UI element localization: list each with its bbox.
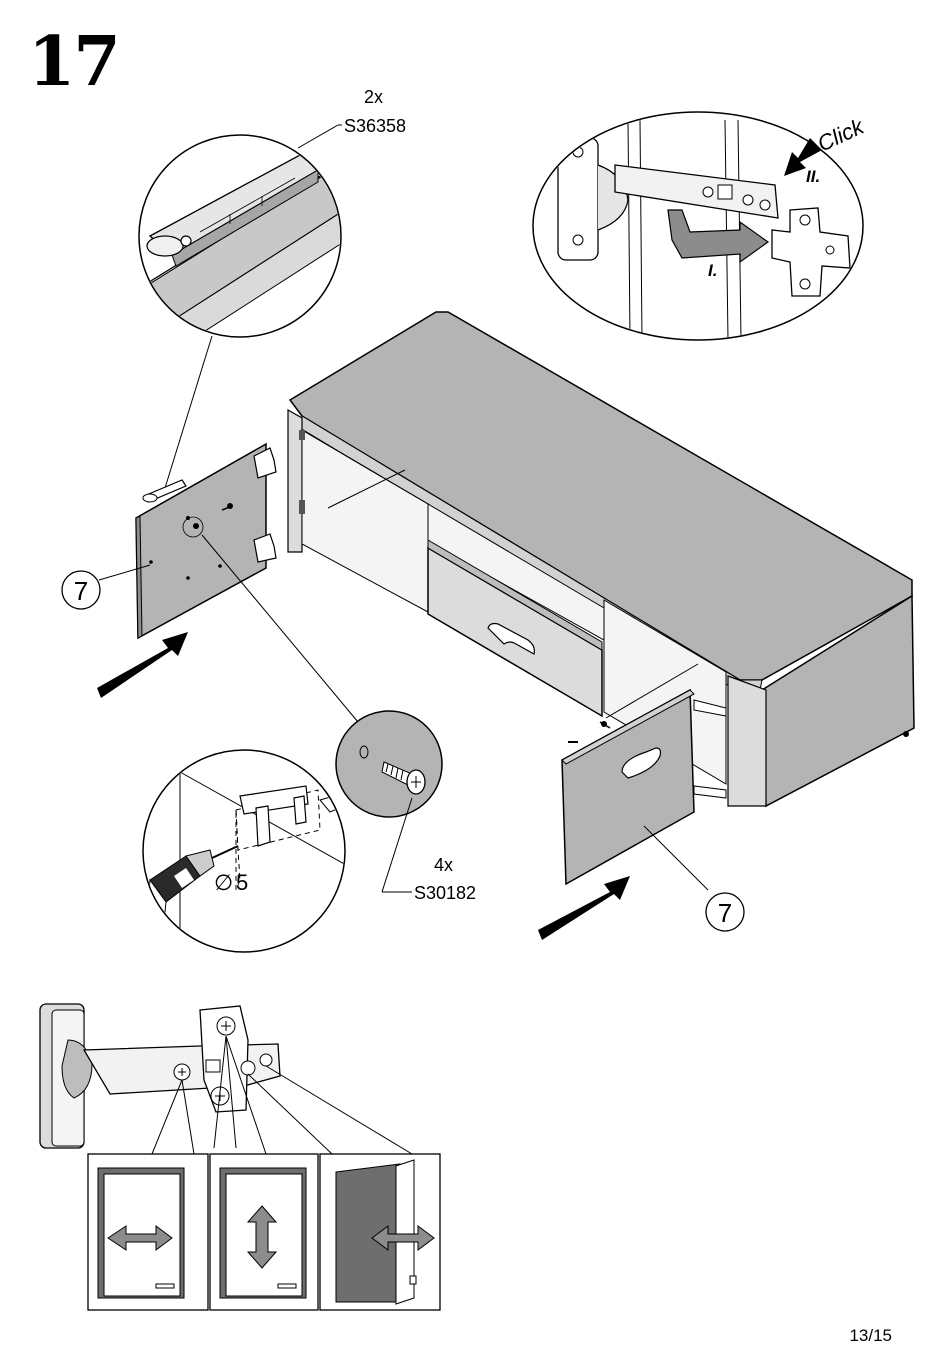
click-label: Click (814, 113, 869, 156)
insert-arrow-right-icon (538, 876, 630, 940)
drill-detail-circle: ∅ 5 (143, 750, 348, 960)
top-part-code: S36358 (344, 117, 406, 135)
hinge-adjustment-detail (40, 1004, 440, 1310)
svg-text:7: 7 (74, 576, 88, 606)
screw-detail-circle (336, 711, 442, 817)
step-two-label: II. (806, 167, 820, 186)
handle-detail-circle (120, 135, 370, 360)
left-door (136, 444, 276, 638)
right-door-part-label: 7 (706, 893, 744, 931)
diameter-icon: ∅ (214, 870, 233, 895)
step-one-label: I. (708, 261, 717, 280)
leader-line (298, 125, 338, 148)
left-door-part-label: 7 (62, 571, 100, 609)
screw-part-code: S30182 (414, 884, 476, 902)
top-part-qty: 2x (364, 88, 383, 106)
hinge-click-detail: II. Click I. (533, 112, 868, 340)
svg-text:7: 7 (718, 898, 732, 928)
page-number: 13/15 (849, 1326, 892, 1346)
drill-diameter: 5 (236, 870, 248, 895)
insert-arrow-left-icon (97, 632, 188, 698)
screw-part-qty: 4x (434, 856, 453, 874)
